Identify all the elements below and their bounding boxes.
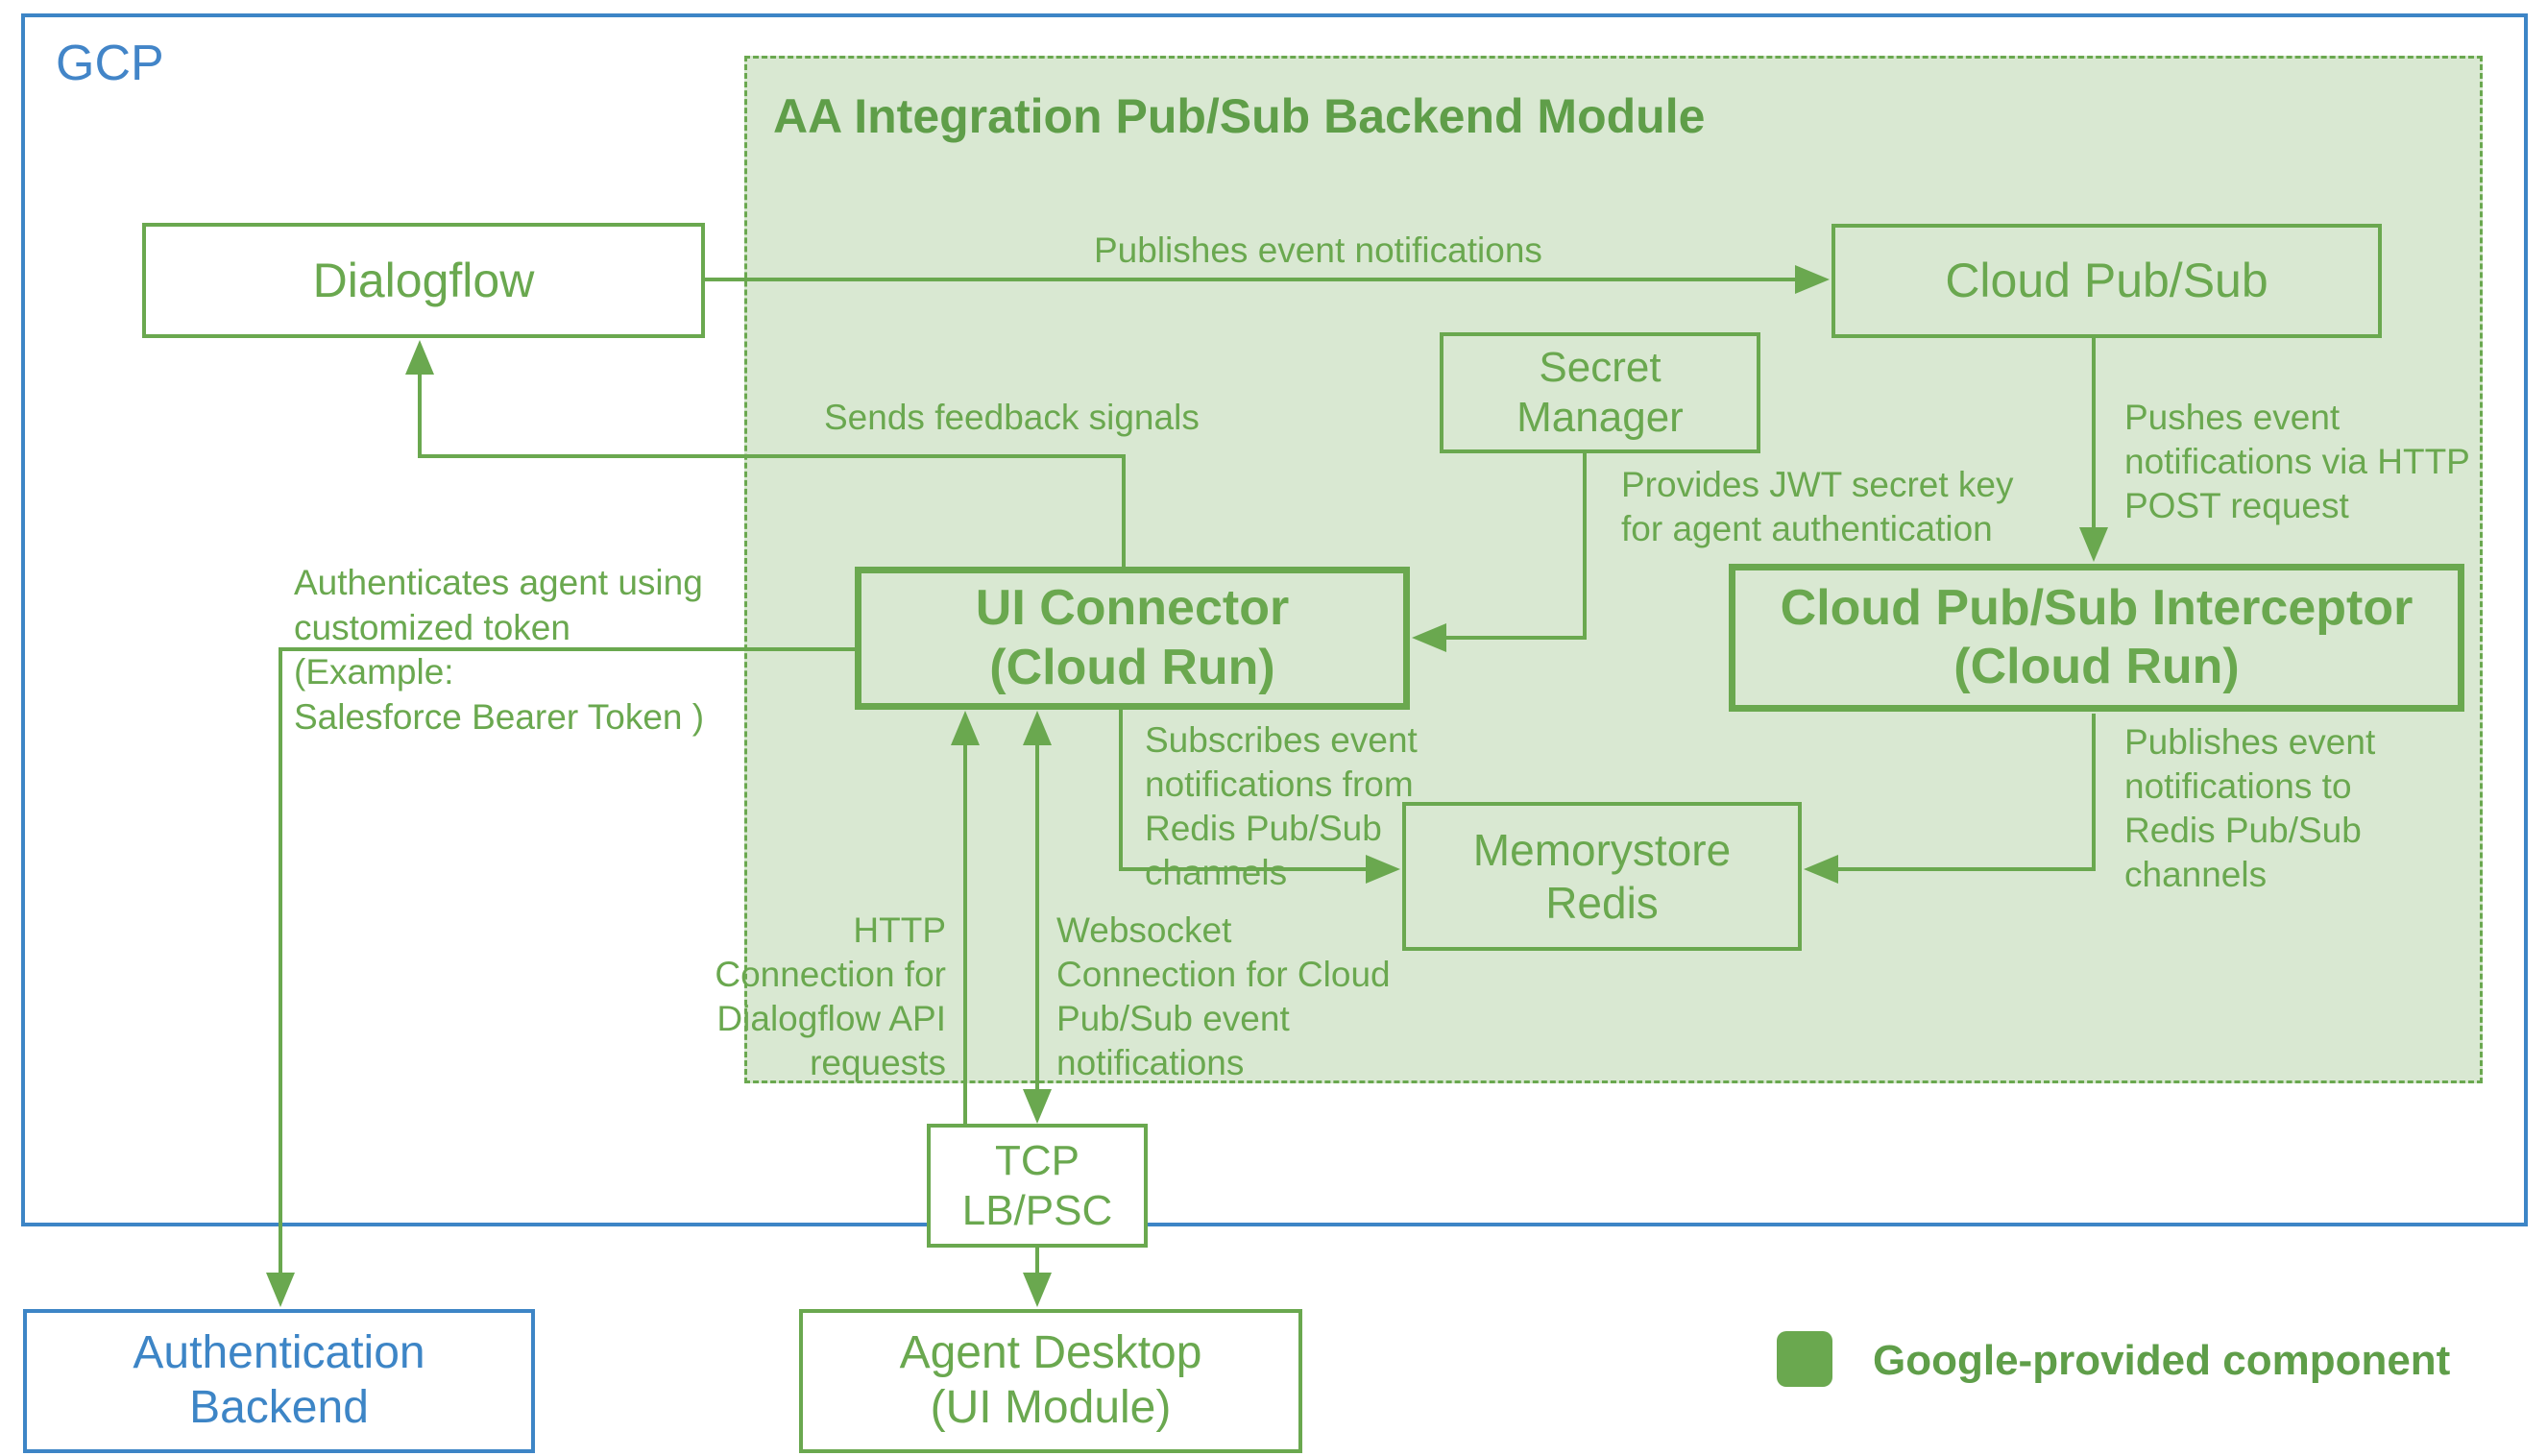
node-memorystore-redis: Memorystore Redis — [1402, 802, 1802, 951]
label-authenticates-agent: Authenticates agent using customized tok… — [294, 563, 705, 737]
node-tcp-lb-psc: TCP LB/PSC — [927, 1124, 1148, 1248]
node-memorystore-redis-label: Memorystore Redis — [1472, 825, 1732, 928]
legend-google-provided-swatch — [1777, 1331, 1832, 1387]
label-sends-feedback: Sends feedback signals — [824, 398, 1200, 437]
label-subscribes-redis: Subscribes event notifications from Redi… — [1145, 720, 1418, 892]
module-title: AA Integration Pub/Sub Backend Module — [773, 89, 1706, 143]
legend-google-provided-label: Google-provided component — [1873, 1337, 2451, 1384]
node-cloud-pubsub-label: Cloud Pub/Sub — [1945, 254, 2268, 307]
label-websocket-connection: Websocket Connection for Cloud Pub/Sub e… — [1056, 910, 1391, 1082]
node-cloud-pubsub: Cloud Pub/Sub — [1831, 224, 2382, 338]
node-ui-connector: UI Connector (Cloud Run) — [855, 567, 1410, 710]
edge-tcp-to-agentdesktop — [1023, 1248, 1052, 1307]
label-http-connection: HTTP Connection for Dialogflow API reque… — [715, 910, 946, 1082]
node-auth-backend: Authentication Backend — [23, 1309, 535, 1453]
label-pushes-event: Pushes event notifications via HTTP POST… — [2124, 398, 2470, 525]
node-dialogflow-label: Dialogflow — [312, 253, 535, 307]
node-auth-backend-label: Authentication Backend — [133, 1327, 425, 1433]
node-secret-manager: Secret Manager — [1440, 332, 1760, 453]
node-tcp-lb-psc-label: TCP LB/PSC — [961, 1136, 1113, 1234]
node-agent-desktop-label: Agent Desktop (UI Module) — [899, 1327, 1202, 1433]
node-pubsub-interceptor-label: Cloud Pub/Sub Interceptor (Cloud Run) — [1780, 579, 2414, 694]
label-publishes-event: Publishes event notifications — [1094, 231, 1542, 270]
node-ui-connector-label: UI Connector (Cloud Run) — [975, 580, 1290, 695]
node-secret-manager-label: Secret Manager — [1516, 344, 1684, 441]
node-dialogflow: Dialogflow — [142, 223, 705, 338]
label-provides-jwt: Provides JWT secret key for agent authen… — [1621, 465, 2014, 548]
gcp-label: GCP — [56, 36, 164, 91]
node-pubsub-interceptor: Cloud Pub/Sub Interceptor (Cloud Run) — [1729, 564, 2464, 712]
node-agent-desktop: Agent Desktop (UI Module) — [799, 1309, 1302, 1453]
label-publishes-redis: Publishes event notifications to Redis P… — [2124, 722, 2376, 894]
